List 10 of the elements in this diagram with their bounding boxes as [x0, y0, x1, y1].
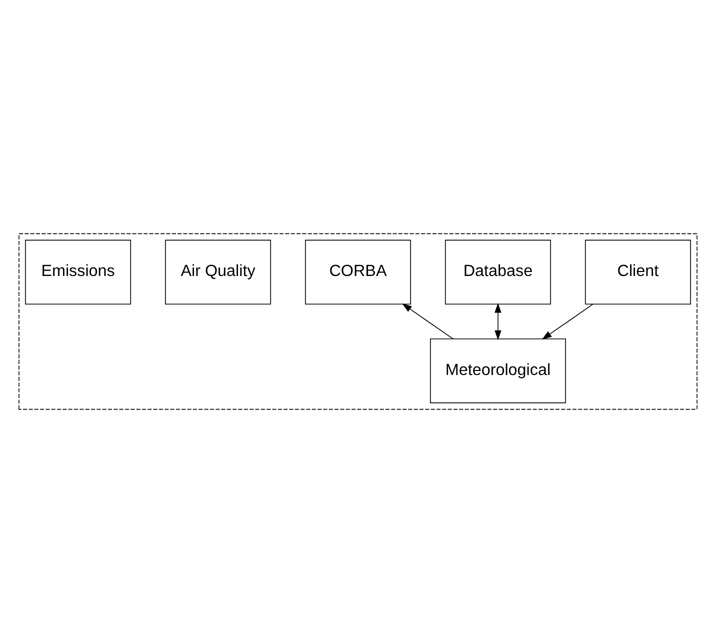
- cluster: [18, 233, 698, 410]
- arrow: [402, 304, 454, 340]
- arrow: [542, 304, 594, 340]
- node-box: CORBA: [305, 240, 411, 304]
- arrow: [494, 302, 502, 340]
- node-box: Meteorological: [430, 338, 566, 404]
- node-box: Emissions: [25, 240, 132, 304]
- node-box: Air Quality: [165, 240, 272, 304]
- node-box: Database: [444, 240, 551, 304]
- node-box: Client: [584, 240, 691, 304]
